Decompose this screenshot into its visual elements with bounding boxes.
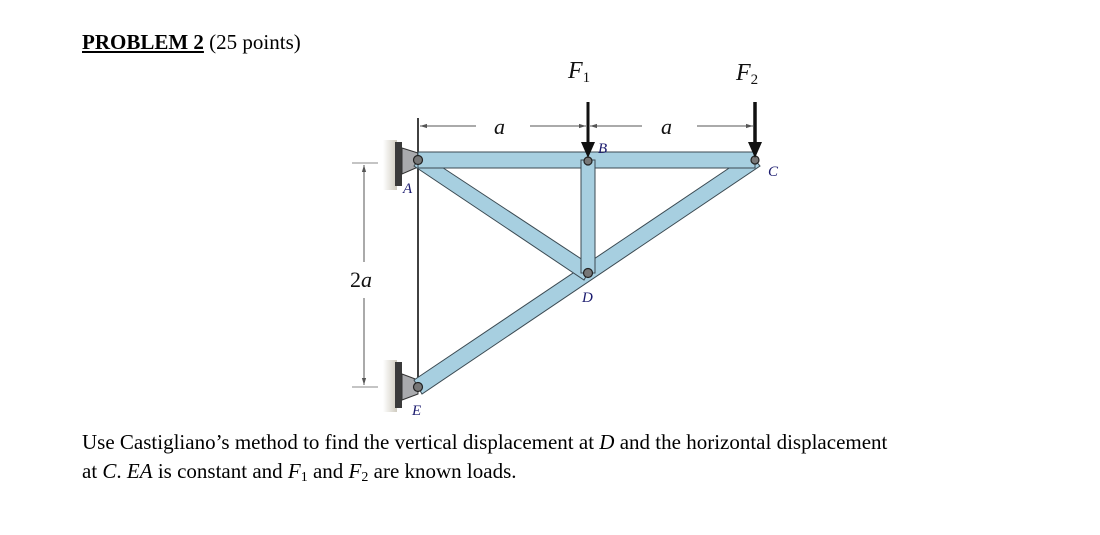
label-joint-D: D	[581, 290, 593, 306]
load-arrow-F2	[748, 102, 762, 158]
label-joint-C: C	[768, 164, 779, 180]
problem-line-2: at C. EA is constant and F1 and F2 are k…	[82, 459, 517, 485]
dimension-vertical	[352, 162, 378, 388]
label-dim-2a: 2a	[350, 267, 372, 292]
member-AD	[413, 153, 593, 281]
label-joint-B: B	[598, 141, 607, 157]
pin-D	[582, 267, 594, 279]
label-joint-E: E	[411, 403, 421, 419]
label-F2: F2	[735, 60, 758, 88]
wall-support-A	[383, 140, 419, 190]
member-BD	[580, 159, 596, 274]
pins	[412, 154, 760, 393]
label-joint-A: A	[402, 181, 413, 197]
problem-points: (25 points)	[209, 30, 301, 54]
pin-A	[412, 154, 424, 166]
problem-statement: Use Castigliano’s method to find the ver…	[82, 428, 1082, 486]
label-dim-a-left: a	[494, 114, 505, 139]
label-dim-a-right: a	[661, 114, 672, 139]
label-F1: F1	[567, 58, 590, 86]
problem-label: PROBLEM 2	[82, 30, 204, 54]
problem-title: PROBLEM 2 (25 points)	[82, 30, 301, 55]
pin-E	[412, 381, 424, 393]
load-arrow-F1	[581, 102, 595, 158]
problem-line-1: Use Castigliano’s method to find the ver…	[82, 430, 888, 454]
pin-B	[583, 156, 593, 166]
